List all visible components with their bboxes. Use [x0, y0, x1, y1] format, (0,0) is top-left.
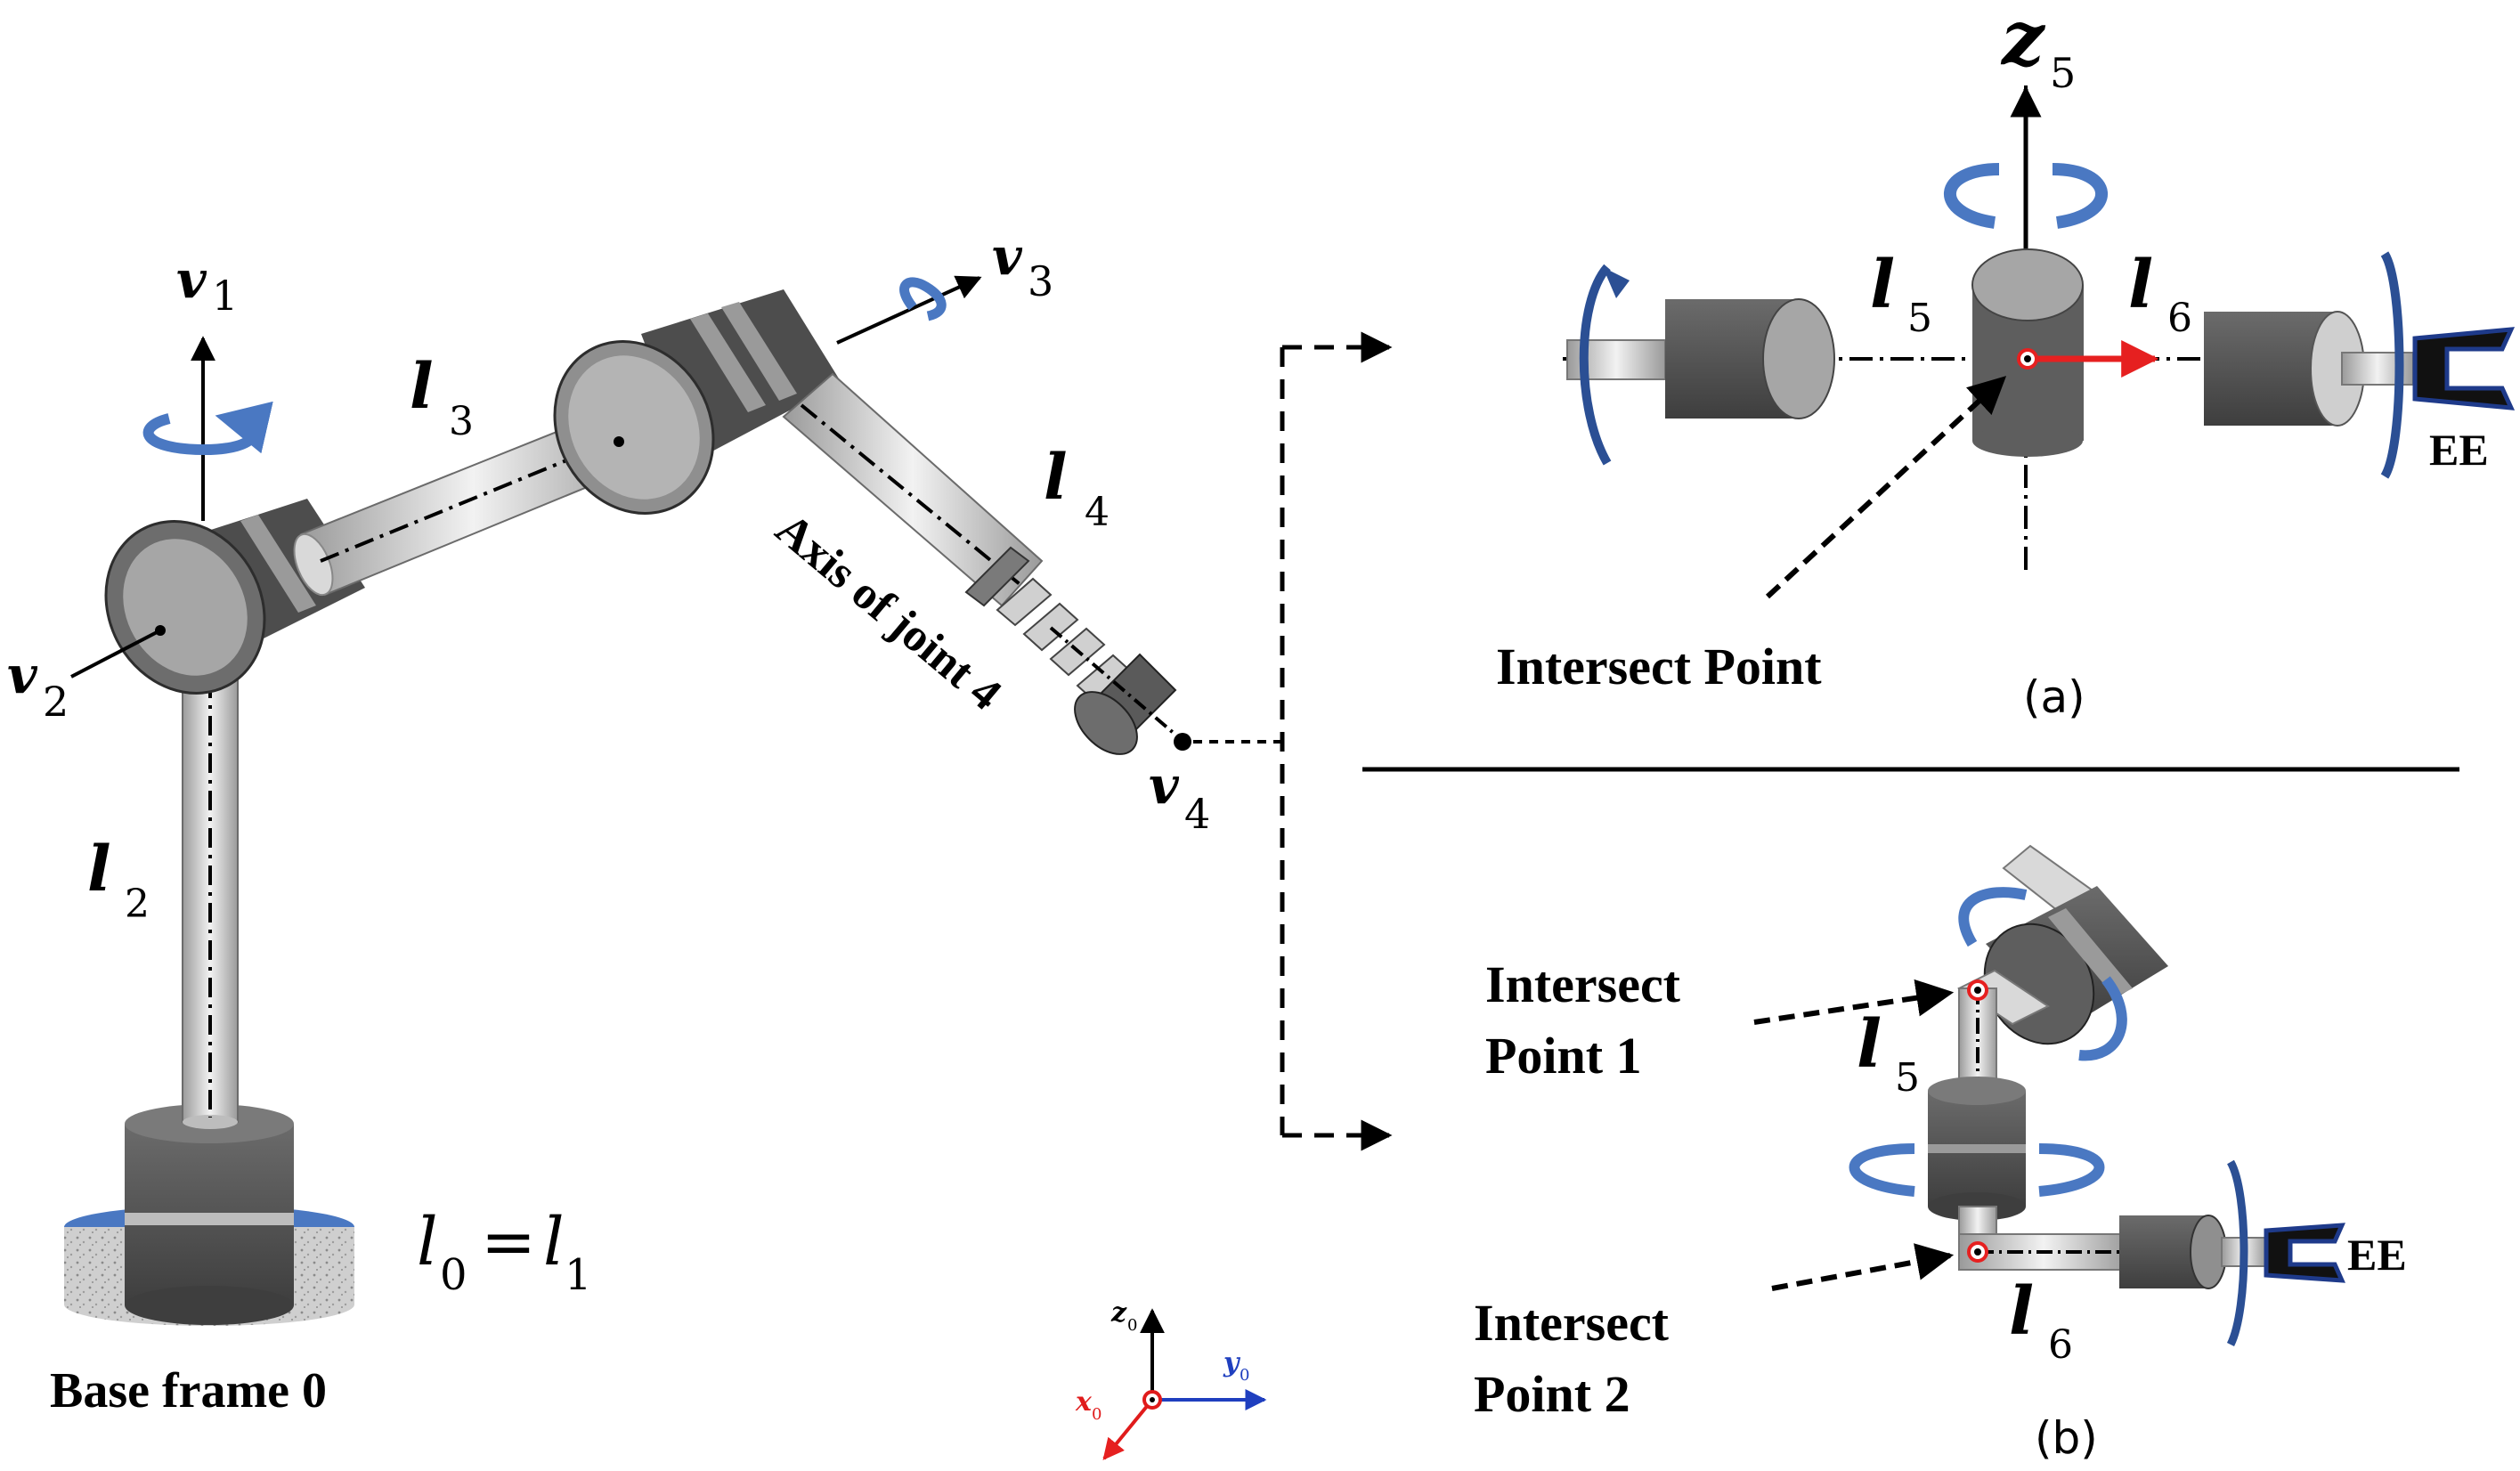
base-joint: [125, 1104, 294, 1325]
link-l2: [182, 641, 239, 1129]
a-intersect-label: Intersect Point: [1496, 638, 1822, 695]
l1-symbol: l: [543, 1204, 565, 1280]
x0-subscript: 0: [1092, 1405, 1101, 1424]
v1-subscript: 1: [212, 272, 238, 320]
v2-subscript: 2: [43, 678, 69, 726]
label-b-l6: l 6: [2009, 1273, 2073, 1368]
v4-point: [1174, 733, 1191, 751]
b-l5-symbol: l: [1857, 1006, 1882, 1083]
y0-subscript: 0: [1240, 1366, 1249, 1385]
z0-subscript: 0: [1127, 1316, 1137, 1335]
l3-symbol: l: [410, 349, 434, 423]
v3-symbol: v: [992, 226, 1023, 287]
robot-arm: [64, 275, 1282, 1326]
label-v1: v 1: [176, 249, 238, 320]
label-v4: v 4: [1149, 755, 1210, 838]
l1-subscript: 1: [565, 1250, 592, 1300]
z5-symbol: z: [2000, 0, 2046, 82]
equals-sign: =: [481, 1204, 536, 1280]
label-l4: l 4: [1044, 440, 1110, 535]
link-l4: [782, 372, 1044, 607]
b-ee-label: EE: [2347, 1230, 2407, 1280]
label-v3: v 3: [992, 226, 1053, 305]
l3-subscript: 3: [449, 399, 474, 444]
gripper-b: [2264, 1223, 2345, 1283]
l2-subscript: 2: [125, 882, 150, 927]
label-z5: z 5: [2000, 0, 2076, 97]
panel-b: [1753, 844, 2345, 1347]
label-l3: l 3: [410, 349, 474, 444]
b-l5-subscript: 5: [1895, 1055, 1920, 1101]
bracket-connector: [1280, 331, 1393, 1151]
a-l6-subscript: 6: [2167, 296, 2192, 341]
label-a-l5: l 5: [1870, 247, 1932, 341]
l0-subscript: 0: [440, 1250, 467, 1300]
v1-symbol: v: [176, 249, 207, 310]
gripper-a: [2412, 327, 2516, 410]
caption-a: (a): [2023, 671, 2085, 723]
b-l6-symbol: l: [2009, 1273, 2034, 1350]
x0-symbol: x: [1075, 1386, 1093, 1418]
b-intersect2-line2: Point 2: [1474, 1365, 1630, 1423]
l0-symbol: l: [417, 1204, 438, 1280]
z5-subscript: 5: [2050, 49, 2076, 97]
base-frame-label: Base frame 0: [50, 1363, 327, 1418]
l2-symbol: l: [87, 832, 111, 906]
v4-subscript: 4: [1184, 790, 1210, 838]
b-intersect1-line1: Intersect: [1485, 955, 1681, 1013]
axis-v3: [836, 275, 982, 345]
v2-symbol: v: [7, 645, 38, 705]
l4-subscript: 4: [1085, 490, 1110, 535]
a-l6-symbol: l: [2128, 247, 2153, 323]
label-l2: l 2: [87, 832, 150, 927]
b-l6-subscript: 6: [2048, 1322, 2073, 1368]
b-intersect2-line1: Intersect: [1474, 1294, 1670, 1352]
a-l5-symbol: l: [1870, 247, 1895, 323]
v3-subscript: 3: [1028, 257, 1053, 305]
l4-symbol: l: [1044, 440, 1068, 514]
z0-symbol: z: [1110, 1297, 1127, 1329]
label-base-equation: l 0 = l 1: [417, 1204, 592, 1300]
coordinate-frame: z 0 y 0 x 0: [1075, 1297, 1267, 1460]
v4-symbol: v: [1149, 755, 1180, 816]
b-intersect1-line2: Point 1: [1485, 1027, 1642, 1085]
axis-v2: [70, 629, 161, 679]
axis-v1: [142, 336, 273, 521]
a-l5-subscript: 5: [1907, 296, 1932, 341]
y0-symbol: y: [1223, 1347, 1241, 1378]
joint-3: [553, 289, 841, 515]
caption-b: (b): [2035, 1412, 2098, 1464]
label-b-l5: l 5: [1857, 1006, 1920, 1101]
a-ee-label: EE: [2429, 425, 2489, 475]
label-v2: v 2: [7, 645, 69, 726]
joint-4-exploded: [964, 546, 1191, 755]
label-a-l6: l 6: [2128, 247, 2192, 341]
panel-a: [1563, 85, 2516, 599]
